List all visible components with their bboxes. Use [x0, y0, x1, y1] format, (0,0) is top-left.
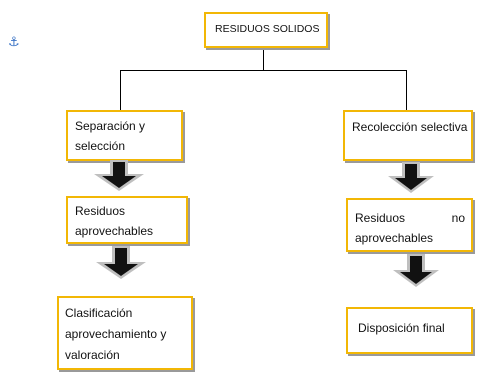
no-aprovechables-word-1: Residuos — [355, 211, 406, 225]
branch-connector — [120, 70, 407, 71]
disposicion-label: Disposición final — [358, 321, 445, 335]
no-aprovechables-node: Residuos no aprovechables — [346, 198, 473, 252]
down-arrow-icon — [96, 246, 146, 279]
clasificacion-line-1: Clasificación — [65, 306, 133, 320]
down-arrow-icon — [388, 162, 434, 193]
down-arrow-icon — [94, 160, 144, 191]
root-label: RESIDUOS SOLIDOS — [215, 23, 320, 35]
down-arrow-icon — [393, 254, 439, 287]
separation-node: Separación y selección — [66, 110, 183, 161]
disposicion-node: Disposición final — [346, 307, 473, 354]
separation-line-2: selección — [75, 139, 126, 153]
clasificacion-node: Clasificación aprovechamiento y valoraci… — [57, 296, 193, 370]
root-connector — [263, 48, 264, 70]
root-node: RESIDUOS SOLIDOS — [204, 12, 328, 48]
no-aprovechables-word-2: no — [451, 211, 465, 225]
separation-line-1: Separación y — [75, 119, 146, 133]
no-aprovechables-line-2: aprovechables — [355, 231, 434, 245]
clasificacion-line-2: aprovechamiento y — [65, 327, 167, 341]
clasificacion-line-3: valoración — [65, 348, 120, 362]
aprovechables-line-1: Residuos — [75, 204, 126, 218]
recoleccion-node: Recolección selectiva — [343, 110, 473, 161]
left-connector — [120, 70, 121, 110]
aprovechables-node: Residuos aprovechables — [66, 196, 188, 244]
right-connector — [406, 70, 407, 110]
recoleccion-label: Recolección selectiva — [352, 120, 468, 134]
anchor-icon: ⚓ — [8, 34, 20, 49]
aprovechables-line-2: aprovechables — [75, 224, 154, 238]
